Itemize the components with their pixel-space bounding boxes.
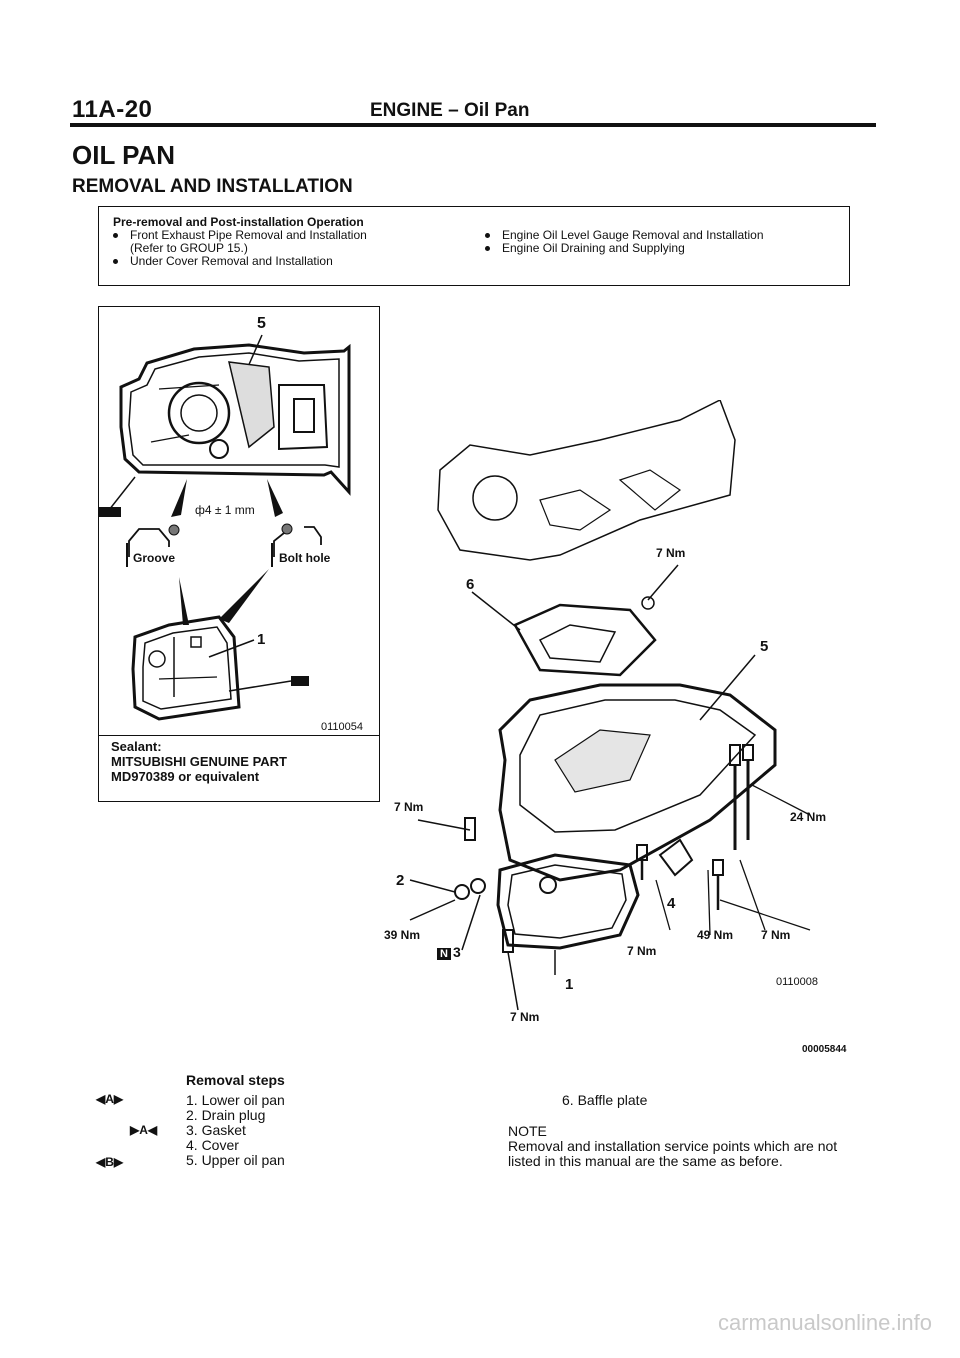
callout-4: 4 bbox=[667, 895, 676, 912]
torque-7-mid: 7 Nm bbox=[627, 944, 657, 958]
torque-39: 39 Nm bbox=[384, 928, 421, 942]
note-line: Removal and installation service points … bbox=[508, 1138, 838, 1154]
removal-step: 1. Lower oil pan bbox=[186, 1092, 285, 1108]
pre-removal-item: Engine Oil Level Gauge Removal and Insta… bbox=[485, 229, 764, 242]
removal-step: 3. Gasket bbox=[186, 1122, 246, 1138]
bead-diameter: ф4 ± 1 mm bbox=[195, 503, 255, 517]
removal-step: 2. Drain plug bbox=[186, 1107, 266, 1123]
oil-pan-exploded-diagram bbox=[409, 400, 811, 1011]
torque-baffle: 7 Nm bbox=[656, 546, 686, 560]
service-point-marker-a: ◀A▶ bbox=[96, 1092, 124, 1106]
callout-5-main: 5 bbox=[760, 638, 769, 655]
callout-2: 2 bbox=[396, 872, 405, 889]
pre-removal-item: Front Exhaust Pipe Removal and Installat… bbox=[113, 229, 367, 242]
pre-removal-title: Pre-removal and Post-installation Operat… bbox=[113, 215, 364, 229]
note-block: NOTE Removal and installation service po… bbox=[508, 1124, 837, 1169]
pre-removal-item: Under Cover Removal and Installation bbox=[113, 255, 333, 268]
note-line: listed in this manual are the same as be… bbox=[508, 1153, 783, 1169]
figure-code: 0110054 bbox=[321, 721, 364, 733]
removal-step-6: 6. Baffle plate bbox=[562, 1092, 648, 1108]
subsection-title: REMOVAL AND INSTALLATION bbox=[72, 176, 353, 197]
torque-7-bottom: 7 Nm bbox=[510, 1010, 540, 1024]
bolt-hole-label: Bolt hole bbox=[279, 551, 331, 565]
watermark: carmanualsonline.info bbox=[717, 1310, 932, 1335]
service-point-marker-b: ◀B▶ bbox=[96, 1155, 124, 1169]
sealant-divider bbox=[99, 735, 379, 736]
callout-6: 6 bbox=[466, 576, 475, 593]
note-title: NOTE bbox=[508, 1123, 547, 1139]
removal-steps-title: Removal steps bbox=[186, 1072, 285, 1088]
removal-step: 4. Cover bbox=[186, 1137, 239, 1153]
removal-step: 5. Upper oil pan bbox=[186, 1152, 285, 1168]
sealant-spec: Sealant: MITSUBISHI GENUINE PART MD97038… bbox=[111, 739, 287, 784]
sealant-figure-box: 5 ф4 ± 1 mm Groove Bolt hole 1 0110054 S… bbox=[98, 306, 380, 802]
service-point-marker-ab: ▶A◀ bbox=[130, 1123, 158, 1137]
page-number: 11A-20 bbox=[72, 96, 153, 123]
callout-1: 1 bbox=[257, 631, 266, 648]
main-figure-code: 0110008 bbox=[776, 976, 819, 988]
torque-24: 24 Nm bbox=[790, 810, 827, 824]
torque-left: 7 Nm bbox=[394, 800, 424, 814]
pre-removal-item-note: (Refer to GROUP 15.) bbox=[130, 241, 248, 255]
pre-removal-item: Engine Oil Draining and Supplying bbox=[485, 242, 685, 255]
callout-1-main: 1 bbox=[565, 976, 574, 993]
page-figure-code: 00005844 bbox=[802, 1044, 847, 1055]
torque-49: 49 Nm bbox=[697, 928, 734, 942]
page-header-title: ENGINE – Oil Pan bbox=[370, 100, 530, 121]
pre-removal-box: Pre-removal and Post-installation Operat… bbox=[98, 206, 850, 286]
groove-label: Groove bbox=[133, 551, 176, 565]
callout-5: 5 bbox=[257, 315, 266, 332]
section-title: OIL PAN bbox=[72, 140, 176, 170]
torque-7-right: 7 Nm bbox=[761, 928, 791, 942]
upper-oil-pan-sealant-diagram bbox=[99, 334, 351, 721]
header-rule bbox=[70, 123, 876, 127]
removal-steps-list: 1. Lower oil pan 2. Drain plug 3. Gasket… bbox=[186, 1093, 285, 1168]
